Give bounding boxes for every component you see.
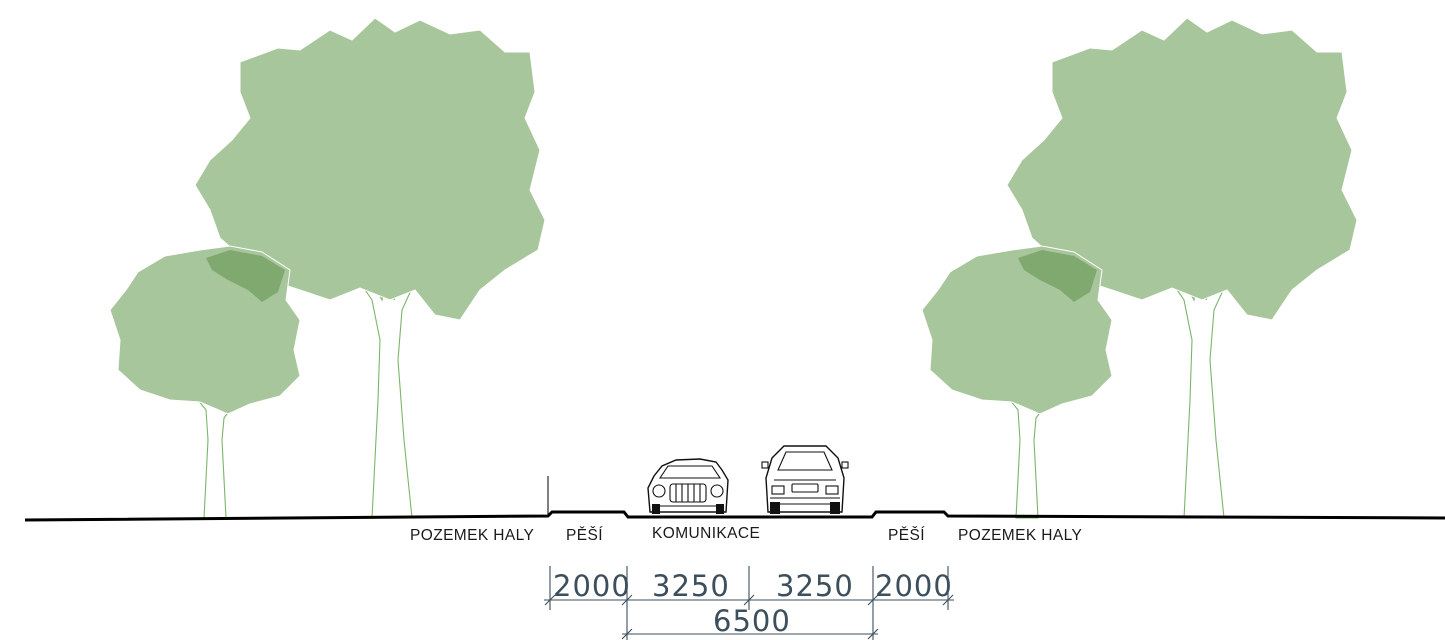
dim-left-lane: 3250 bbox=[652, 569, 730, 603]
dim-right-sidewalk: 2000 bbox=[875, 569, 953, 603]
right-large-tree-canopy-icon bbox=[1006, 17, 1358, 321]
dim-left-sidewalk: 2000 bbox=[553, 569, 631, 603]
car-front-icon bbox=[647, 458, 729, 514]
dim-road-total: 6500 bbox=[713, 604, 791, 638]
right-plot-label: POZEMEK HALY bbox=[958, 527, 1082, 544]
left-sidewalk-label: PĚŠÍ bbox=[566, 527, 603, 544]
dim-right-lane: 3250 bbox=[776, 569, 854, 603]
left-plot-label: POZEMEK HALY bbox=[410, 527, 534, 544]
left-tree-group bbox=[109, 17, 546, 519]
right-sidewalk-label: PĚŠÍ bbox=[888, 527, 925, 544]
left-canopy-overlap bbox=[206, 250, 285, 302]
dimension-chain bbox=[544, 566, 954, 640]
car-rear-icon bbox=[761, 445, 849, 514]
ground-profile bbox=[24, 510, 1445, 522]
right-tree-group bbox=[921, 17, 1358, 519]
road-label: KOMUNIKACE bbox=[652, 525, 760, 542]
right-canopy-overlap bbox=[1018, 250, 1097, 302]
left-large-tree-canopy-icon bbox=[194, 17, 546, 321]
